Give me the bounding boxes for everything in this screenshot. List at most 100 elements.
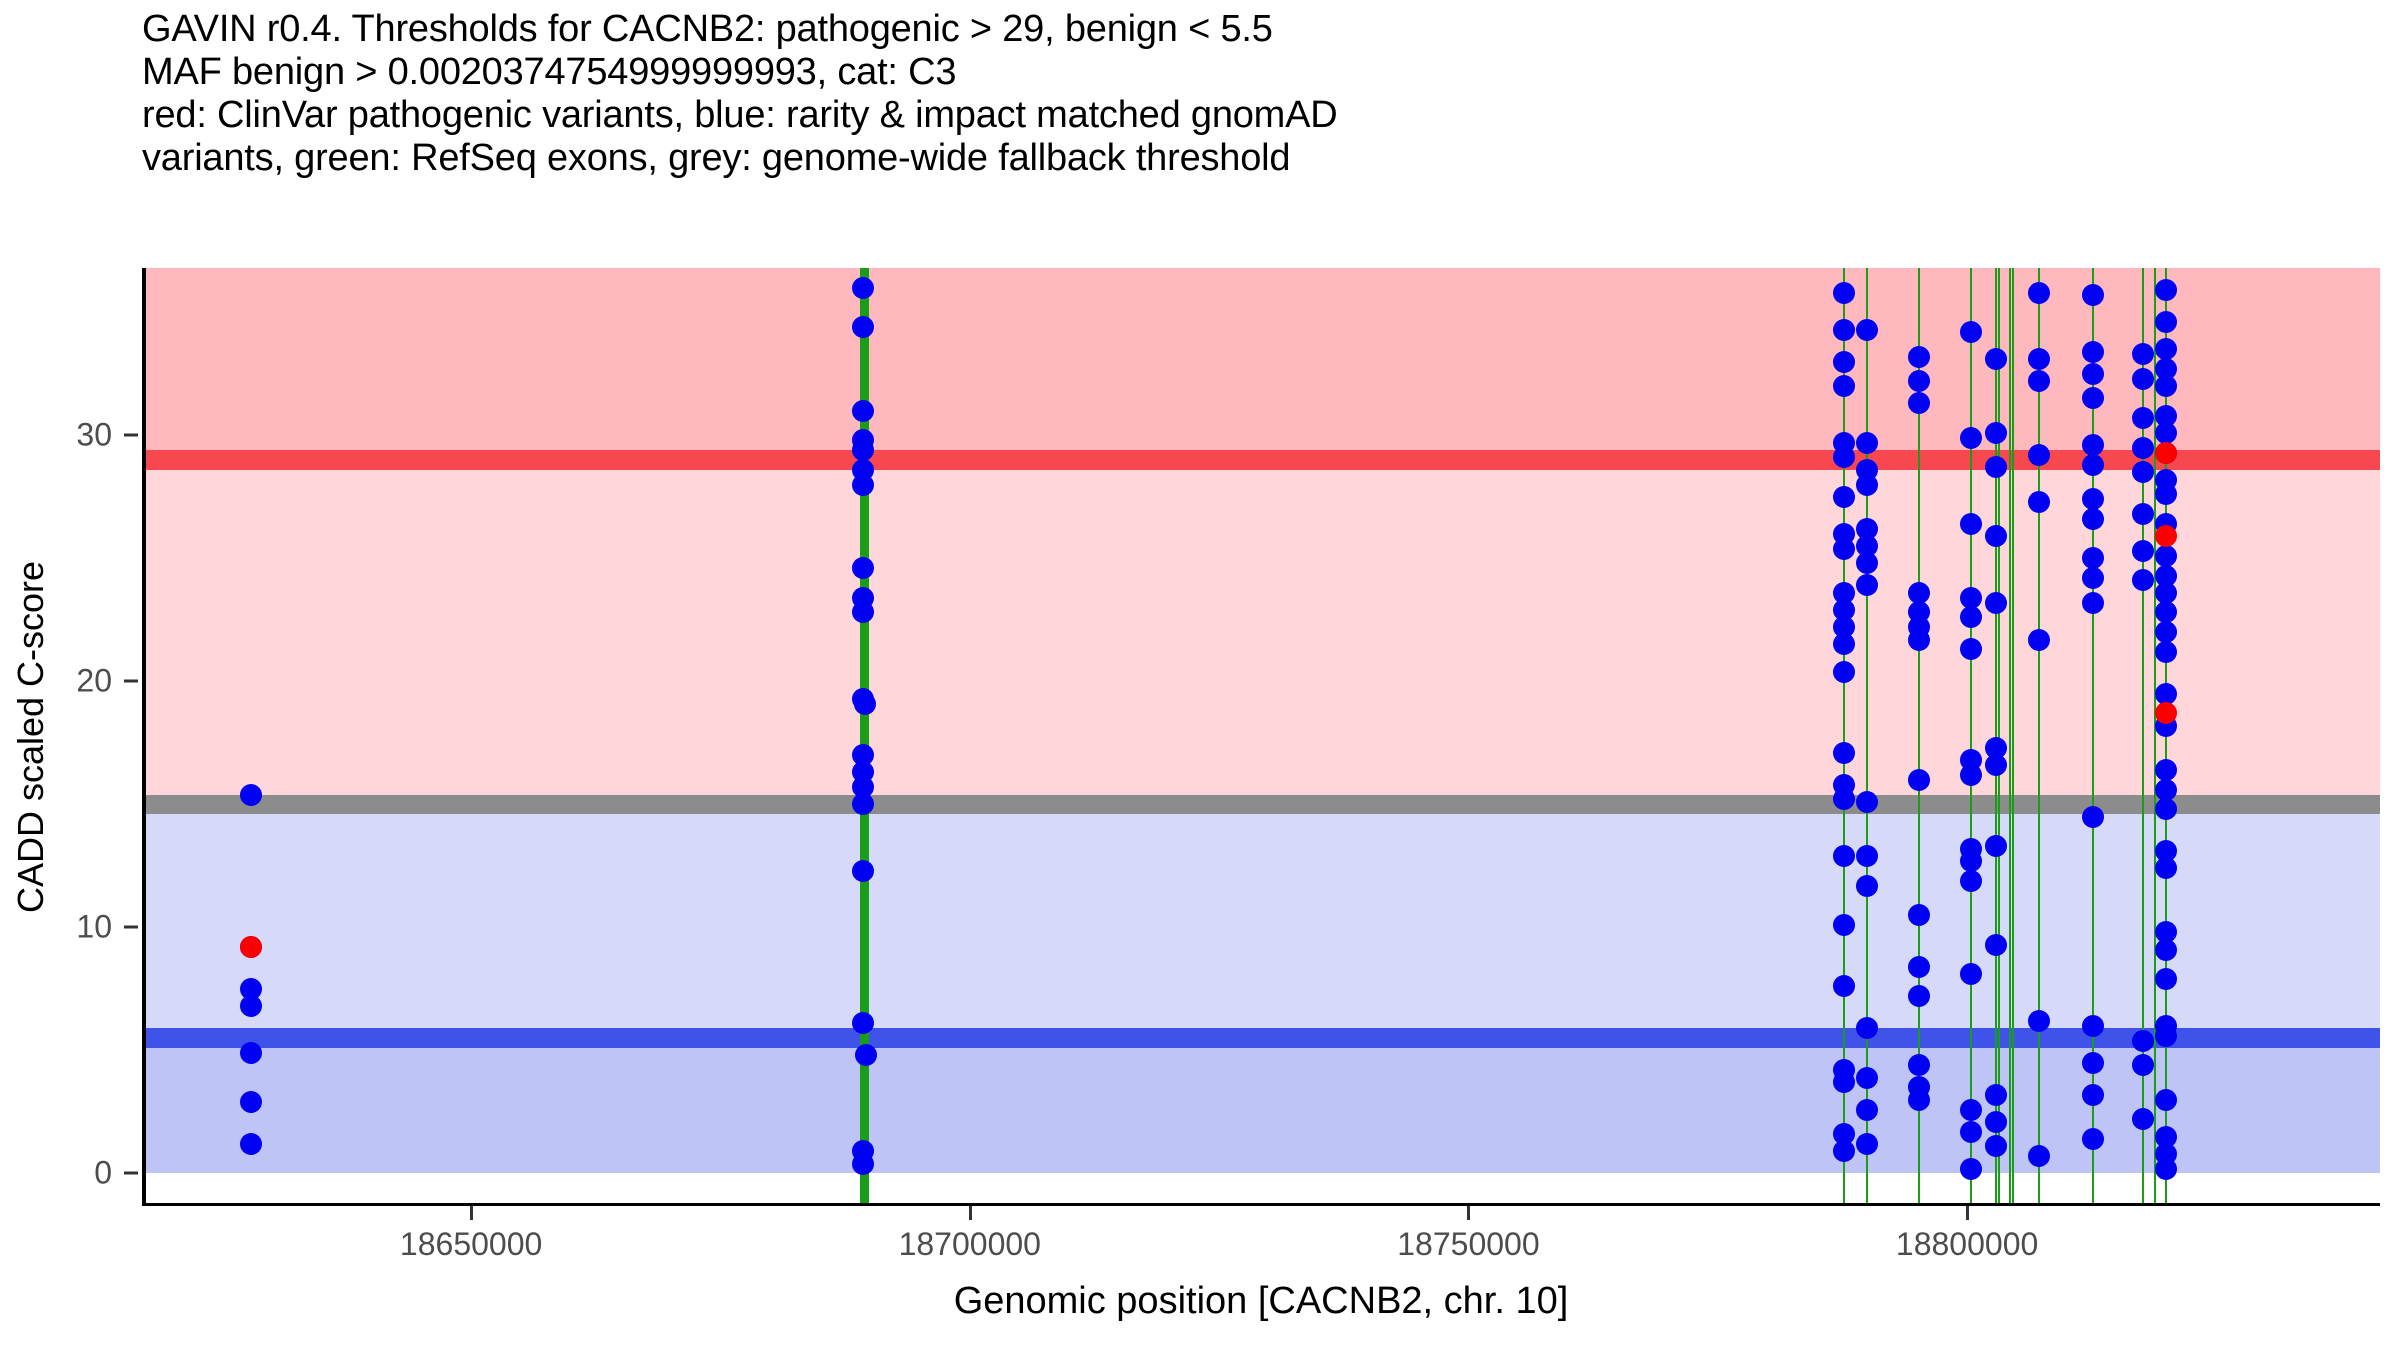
- gnomad-variant-point: [1908, 1088, 1931, 1111]
- gnomad-variant-point: [2154, 601, 2177, 624]
- x-tick-label: 18700000: [898, 1226, 1041, 1262]
- gnomad-variant-point: [2027, 490, 2050, 513]
- exon-line: [1997, 268, 2000, 1203]
- gnomad-variant-point: [239, 1132, 262, 1155]
- gnomad-variant-point: [1833, 975, 1856, 998]
- gnomad-variant-point: [2081, 362, 2104, 385]
- gnomad-variant-point: [2131, 1054, 2154, 1077]
- gnomad-variant-point: [1985, 348, 2008, 371]
- gnomad-variant-point: [239, 783, 262, 806]
- gnomad-variant-point: [2154, 581, 2177, 604]
- y-tick-mark: [124, 433, 138, 437]
- x-axis-title: Genomic position [CACNB2, chr. 10]: [953, 1280, 1569, 1322]
- gnomad-variant-point: [852, 793, 875, 816]
- gnomad-variant-point: [2081, 340, 2104, 363]
- gnomad-variant-point: [1833, 1123, 1856, 1146]
- gnomad-variant-point: [2131, 1029, 2154, 1052]
- gnomad-variant-point: [2131, 367, 2154, 390]
- gnomad-variant-point: [239, 977, 262, 1000]
- gnomad-variant-point: [1833, 318, 1856, 341]
- gnomad-variant-point: [1985, 1135, 2008, 1158]
- gnomad-variant-point: [1960, 1157, 1983, 1180]
- gnomad-variant-point: [1960, 1120, 1983, 1143]
- title-line-legend-red-blue: red: ClinVar pathogenic variants, blue: …: [142, 94, 1338, 136]
- gnomad-variant-point: [1833, 616, 1856, 639]
- gnomad-variant-point: [2027, 281, 2050, 304]
- gnomad-variant-point: [2154, 857, 2177, 880]
- gnomad-variant-point: [1985, 1110, 2008, 1133]
- gnomad-variant-point: [1908, 345, 1931, 368]
- x-tick-mark: [470, 1206, 474, 1220]
- gnomad-variant-point: [2131, 461, 2154, 484]
- gnomad-variant-point: [2154, 621, 2177, 644]
- gnomad-variant-point: [2081, 1128, 2104, 1151]
- exon-line: [866, 268, 869, 1203]
- gnomad-variant-point: [2154, 279, 2177, 302]
- gnomad-variant-point: [2027, 348, 2050, 371]
- gnomad-variant-point: [1985, 754, 2008, 777]
- gnomad-variant-point: [2081, 1083, 2104, 1106]
- gnomad-variant-point: [2081, 453, 2104, 476]
- y-tick-label: 0: [94, 1154, 112, 1191]
- gnomad-variant-point: [1833, 1140, 1856, 1163]
- gnomad-variant-point: [2154, 421, 2177, 444]
- plot-panel: [142, 268, 2380, 1206]
- gnomad-variant-point: [1985, 456, 2008, 479]
- exon-line: [859, 268, 867, 1203]
- gnomad-variant-point: [1856, 552, 1879, 575]
- gnomad-variant-point: [2154, 311, 2177, 334]
- gnomad-variant-point: [1908, 955, 1931, 978]
- gnomad-variant-point: [1833, 788, 1856, 811]
- gnomad-variant-point: [2154, 758, 2177, 781]
- gnomad-variant-point: [2081, 567, 2104, 590]
- gnomad-variant-point: [2154, 640, 2177, 663]
- gnomad-variant-point: [2154, 483, 2177, 506]
- title-line-maf: MAF benign > 0.0020374754999999993, cat:…: [142, 51, 957, 93]
- threshold-band-benign-line: [146, 1028, 2380, 1048]
- gnomad-variant-point: [852, 473, 875, 496]
- gnomad-variant-point: [1833, 660, 1856, 683]
- gnomad-variant-point: [1960, 586, 1983, 609]
- clinvar-variant-point: [2154, 525, 2177, 548]
- title-line-legend-green-grey: variants, green: RefSeq exons, grey: gen…: [142, 137, 1291, 179]
- gnomad-variant-point: [1833, 281, 1856, 304]
- clinvar-variant-point: [2154, 702, 2177, 725]
- gnomad-variant-point: [1856, 431, 1879, 454]
- exon-line: [1918, 268, 1921, 1203]
- x-tick-mark: [968, 1206, 972, 1220]
- gnomad-variant-point: [1960, 638, 1983, 661]
- exon-line: [1970, 268, 1973, 1203]
- gnomad-variant-point: [1856, 1066, 1879, 1089]
- gnomad-variant-point: [852, 557, 875, 580]
- gnomad-variant-point: [1833, 633, 1856, 656]
- gnomad-variant-point: [1985, 736, 2008, 759]
- gnomad-variant-point: [2081, 547, 2104, 570]
- title-line-thresholds: GAVIN r0.4. Thresholds for CACNB2: patho…: [142, 8, 1273, 50]
- gnomad-variant-point: [2131, 407, 2154, 430]
- gnomad-variant-point: [1833, 913, 1856, 936]
- gnomad-variant-point: [239, 1091, 262, 1114]
- gnomad-variant-point: [852, 276, 875, 299]
- gnomad-variant-point: [852, 744, 875, 767]
- x-tick-label: 18650000: [399, 1226, 543, 1262]
- gnomad-variant-point: [854, 692, 877, 715]
- gnomad-variant-point: [2154, 778, 2177, 801]
- gnomad-variant-point: [1833, 741, 1856, 764]
- y-tick-mark: [124, 679, 138, 683]
- gnomad-variant-point: [1960, 320, 1983, 343]
- exon-line: [1843, 268, 1846, 1203]
- gnomad-variant-point: [2131, 343, 2154, 366]
- exon-line: [2037, 268, 2040, 1203]
- gnomad-variant-point: [2027, 370, 2050, 393]
- gnomad-variant-point: [1960, 1098, 1983, 1121]
- gnomad-variant-point: [2081, 1051, 2104, 1074]
- gnomad-variant-point: [1985, 591, 2008, 614]
- clinvar-variant-point: [239, 936, 262, 959]
- gnomad-variant-point: [2154, 921, 2177, 944]
- threshold-band-benign-upper: [146, 814, 2380, 1029]
- gnomad-variant-point: [2081, 284, 2104, 307]
- gnomad-variant-point: [2081, 591, 2104, 614]
- gnomad-variant-point: [2154, 798, 2177, 821]
- gnomad-variant-point: [2081, 1014, 2104, 1037]
